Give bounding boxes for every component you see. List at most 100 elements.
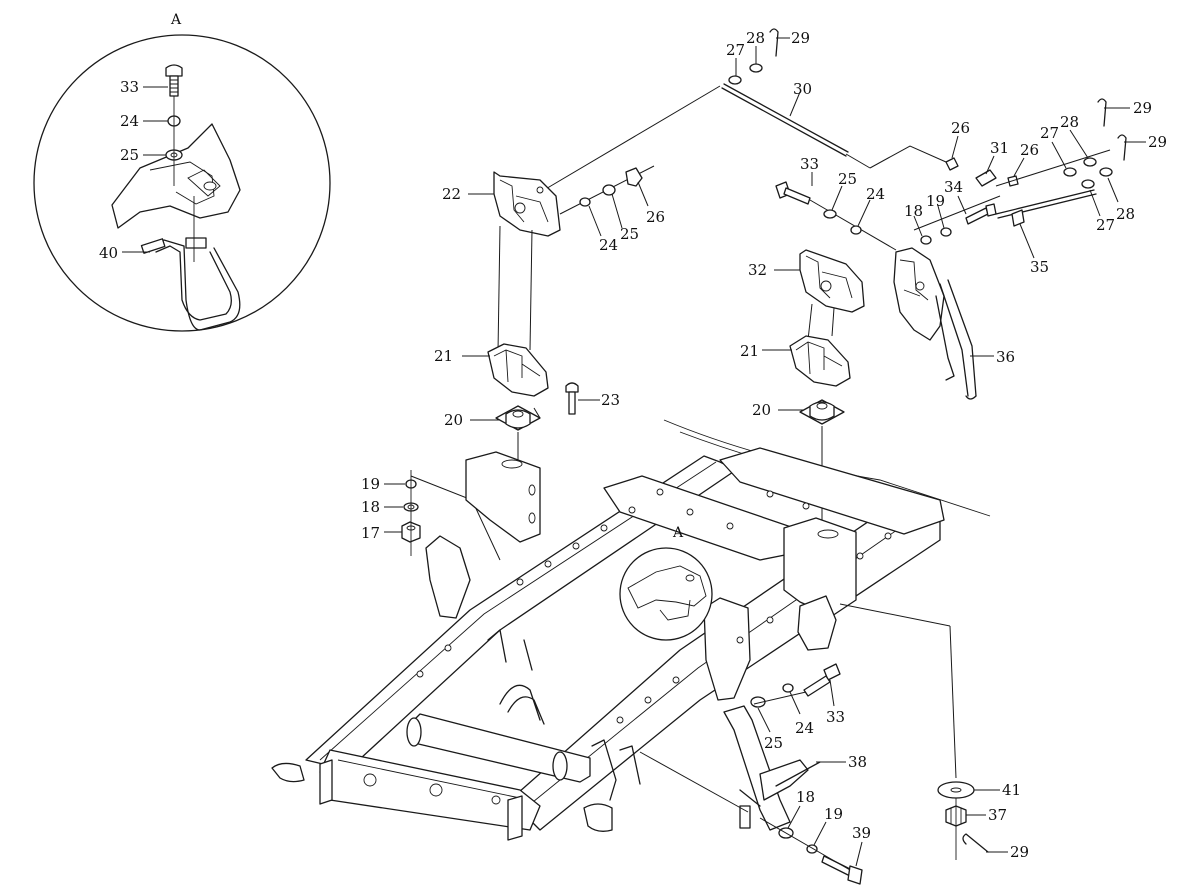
washer-24: [782, 683, 794, 693]
callout-36: 36: [996, 348, 1015, 366]
callout-17: 17: [361, 524, 380, 542]
callout-21: 21: [434, 347, 453, 365]
right-tow-hook: [583, 803, 613, 832]
callout-19: 19: [361, 475, 380, 493]
nut-26: [625, 167, 643, 187]
cotter-pin-29: [1117, 134, 1127, 161]
striker-21: [789, 335, 851, 387]
frame-rail-holes: [363, 488, 892, 805]
washer-24: [579, 197, 591, 207]
washer-24: [850, 225, 862, 235]
release-handle-bracket: [893, 247, 945, 341]
rear-cross-member: [719, 447, 945, 535]
washer-27: [1081, 179, 1095, 189]
callout-38: 38: [848, 753, 867, 771]
washer-28: [1083, 157, 1097, 167]
link-31: [975, 169, 997, 187]
nut-26: [945, 157, 959, 171]
rod-assembly: 29 27 28 30: [543, 28, 947, 191]
left-fastener-stack: 19 18 17: [361, 470, 501, 561]
link-rod-35: [995, 189, 1095, 215]
rod-washer-27: [728, 75, 742, 85]
latch-32: [799, 249, 865, 313]
callout-33: 33: [800, 155, 819, 173]
cotter-pin-29: [1097, 98, 1107, 127]
lower-right-fasteners: 33 24 25 38 18 19 39: [639, 663, 871, 885]
washer-28: [1099, 167, 1113, 177]
callout-25: 25: [838, 170, 857, 188]
washer-18: [920, 235, 932, 245]
callout-24: 24: [120, 112, 139, 130]
callout-34: 34: [944, 178, 963, 196]
callout-20: 20: [444, 411, 463, 429]
cotter-pin-29: [962, 833, 989, 853]
detail-bracket-hole: [203, 181, 217, 191]
callout-27: 27: [1096, 216, 1115, 234]
frame-detail-a-circle: [619, 547, 713, 641]
bolt-39: [821, 855, 853, 877]
callout-18: 18: [796, 788, 815, 806]
callout-26: 26: [951, 119, 970, 137]
washer-27: [1063, 167, 1077, 177]
right-latch-assembly: 33 25 24 32 21 20 36: [740, 98, 1167, 534]
washer-19: [940, 227, 952, 237]
callout-19: 19: [926, 192, 945, 210]
intermediate-tube: [499, 684, 545, 725]
callout-24: 24: [795, 719, 814, 737]
callout-37: 37: [988, 806, 1007, 824]
callout-24: 24: [599, 236, 618, 254]
chassis-frame: A: [271, 419, 991, 841]
callout-33: 33: [826, 708, 845, 726]
callout-28: 28: [1116, 205, 1135, 223]
callout-39: 39: [852, 824, 871, 842]
callout-19: 19: [824, 805, 843, 823]
callout-21: 21: [740, 342, 759, 360]
bolt-23: [565, 382, 579, 393]
frame-detail-letter: A: [672, 525, 684, 541]
callout-27: 27: [726, 41, 745, 59]
left-tow-hook: [271, 762, 305, 783]
callout-22: 22: [442, 185, 461, 203]
right-spring-hanger: [703, 597, 751, 701]
release-lever: [935, 295, 955, 381]
callout-31: 31: [990, 139, 1009, 157]
washer-25: [602, 184, 616, 196]
bolt-34: [965, 207, 989, 225]
callout-25: 25: [620, 225, 639, 243]
striker-21: [487, 343, 549, 397]
right-cab-mount-bracket: [783, 517, 857, 617]
callout-26: 26: [646, 208, 665, 226]
callout-18: 18: [361, 498, 380, 516]
support-bracket-38: [723, 705, 791, 831]
callout-25: 25: [764, 734, 783, 752]
rod-cotter-pin: [769, 28, 779, 57]
washer-25: [750, 696, 766, 708]
callout-23: 23: [601, 391, 620, 409]
latch-22: [493, 171, 561, 237]
detail-bracket-plate: [111, 123, 241, 229]
callout-26: 26: [1020, 141, 1039, 159]
control-rod: [721, 87, 847, 157]
callout-27: 27: [1040, 124, 1059, 142]
rear-mount-fasteners: 41 37 29: [937, 781, 1029, 861]
callout-29: 29: [1148, 133, 1167, 151]
callout-35: 35: [1030, 258, 1049, 276]
detail-circle-outline: [33, 34, 331, 332]
callout-29: 29: [1133, 99, 1152, 117]
left-latch-assembly: 22 24 25 26 21 23 20: [434, 165, 665, 462]
detail-hook-handle: [149, 239, 241, 331]
callout-24: 24: [866, 185, 885, 203]
release-handle: [939, 279, 977, 397]
callout-28: 28: [1060, 113, 1079, 131]
left-spring-hanger: [425, 535, 471, 619]
rod-washer-28: [749, 63, 763, 73]
callout-33: 33: [120, 78, 139, 96]
detail-bolt: [165, 64, 183, 97]
detail-view-letter: A: [170, 12, 182, 28]
callout-41: 41: [1002, 781, 1021, 799]
washer-25: [823, 209, 837, 219]
callout-28: 28: [746, 29, 765, 47]
callout-18: 18: [904, 202, 923, 220]
callout-20: 20: [752, 401, 771, 419]
